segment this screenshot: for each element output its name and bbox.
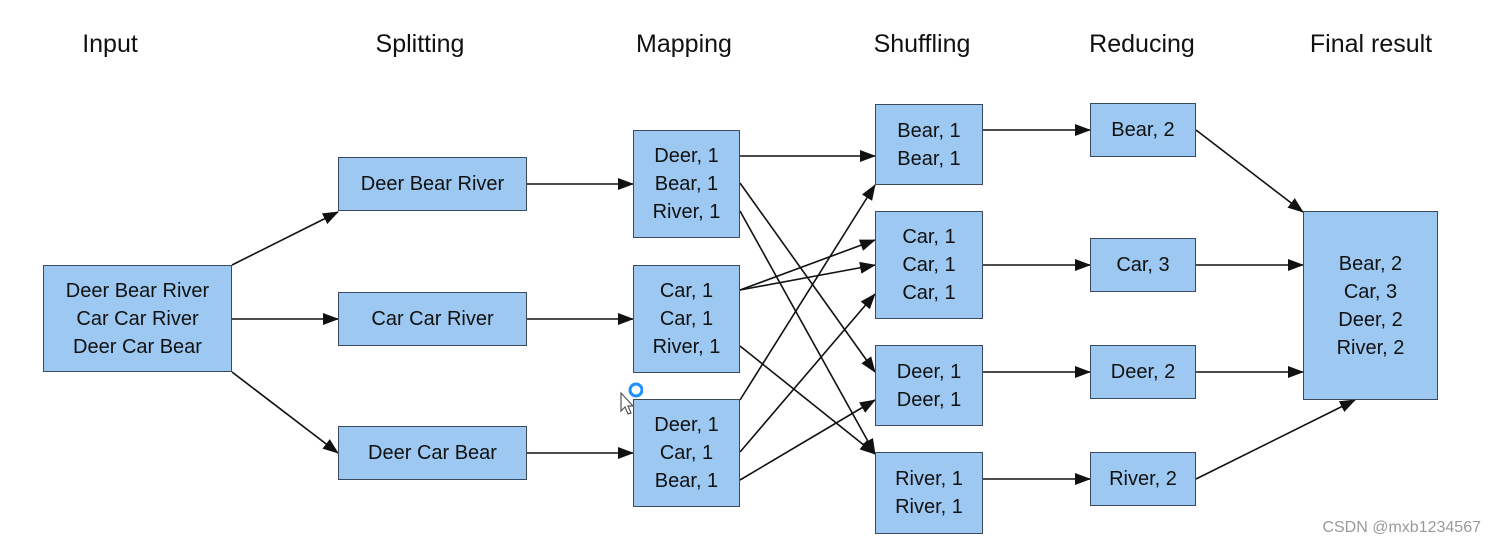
mouse-pointer-icon: [620, 382, 643, 415]
reduce-box-deer: Deer, 2: [1090, 345, 1196, 399]
shuffle-line: Deer, 1: [896, 360, 962, 383]
arrow-map-3-to-deer: [739, 399, 876, 481]
shuffle-line: Car, 1: [902, 282, 956, 304]
map-line: River, 1: [652, 336, 721, 358]
input-line: Deer Car Bear: [73, 335, 202, 358]
shuffle-line: Deer, 1: [896, 388, 962, 411]
shuffle-box-bear: Bear, 1 Bear, 1: [875, 104, 983, 185]
map-box-3: Deer, 1 Car, 1 Bear, 1: [633, 399, 740, 507]
input-line: Deer Bear River: [65, 279, 210, 302]
reduce-line: Car, 3: [1116, 254, 1170, 276]
watermark-text: CSDN @mxb1234567: [1322, 519, 1481, 536]
arrow-map-2-to-car-b: [739, 261, 876, 291]
reduce-line: River, 2: [1109, 468, 1177, 490]
stage-title-mapping: Mapping: [636, 30, 732, 58]
map-line: Bear, 1: [654, 470, 719, 492]
map-line: Car, 1: [659, 308, 714, 330]
shuffle-line: River, 1: [895, 496, 963, 518]
final-line: River, 2: [1336, 336, 1405, 359]
shuffle-box-river: River, 1 River, 1: [875, 452, 983, 534]
map-box-2: Car, 1 Car, 1 River, 1: [633, 265, 740, 373]
input-line: Car Car River: [76, 307, 199, 330]
shuffle-line: River, 1: [895, 468, 963, 490]
split-line: Deer Car Bear: [368, 442, 497, 464]
split-line: Deer Bear River: [360, 173, 505, 195]
arrow-reduce-bear-to-final: [1195, 129, 1304, 213]
input-box: Deer Bear River Car Car River Deer Car B…: [43, 265, 232, 372]
reduce-line: Bear, 2: [1111, 119, 1175, 141]
arrow-map-2-to-car-a: [739, 239, 876, 291]
split-box-2: Car Car River: [338, 292, 527, 346]
shuffle-box-car: Car, 1 Car, 1 Car, 1: [875, 211, 983, 319]
split-box-3: Deer Car Bear: [338, 426, 527, 480]
map-line: River, 1: [652, 201, 721, 223]
stage-title-input: Input: [82, 30, 138, 58]
arrow-reduce-river-to-final: [1195, 399, 1356, 480]
shuffle-line: Bear, 1: [897, 119, 961, 142]
map-line: Bear, 1: [654, 173, 719, 195]
map-line: Car, 1: [659, 442, 714, 464]
final-result-box: Bear, 2 Car, 3 Deer, 2 River, 2: [1303, 211, 1438, 400]
shuffle-box-deer: Deer, 1 Deer, 1: [875, 345, 983, 426]
map-line: Car, 1: [659, 280, 714, 302]
map-box-1: Deer, 1 Bear, 1 River, 1: [633, 130, 740, 238]
shuffle-line: Bear, 1: [897, 147, 961, 170]
arrow-map-3-to-bear: [739, 184, 876, 401]
reduce-box-river: River, 2: [1090, 452, 1196, 506]
stage-title-shuffling: Shuffling: [873, 30, 971, 58]
split-line: Car Car River: [371, 308, 494, 330]
split-box-1: Deer Bear River: [338, 157, 527, 211]
reduce-line: Deer, 2: [1110, 361, 1176, 383]
shuffle-line: Car, 1: [902, 226, 956, 248]
final-line: Car, 3: [1343, 280, 1398, 303]
final-line: Bear, 2: [1338, 252, 1403, 275]
shuffle-line: Car, 1: [902, 254, 956, 276]
arrow-input-to-split-3: [231, 371, 339, 454]
reduce-box-car: Car, 3: [1090, 238, 1196, 292]
stage-title-final-result: Final result: [1309, 30, 1433, 58]
reduce-box-bear: Bear, 2: [1090, 103, 1196, 157]
arrow-input-to-split-1: [231, 211, 339, 266]
stage-title-reducing: Reducing: [1089, 30, 1195, 58]
final-line: Deer, 2: [1338, 308, 1403, 331]
arrow-map-2-to-river: [739, 345, 876, 455]
map-line: Deer, 1: [654, 414, 719, 436]
stage-title-splitting: Splitting: [375, 30, 465, 58]
arrow-map-3-to-car: [739, 293, 876, 453]
map-line: Deer, 1: [654, 145, 719, 167]
